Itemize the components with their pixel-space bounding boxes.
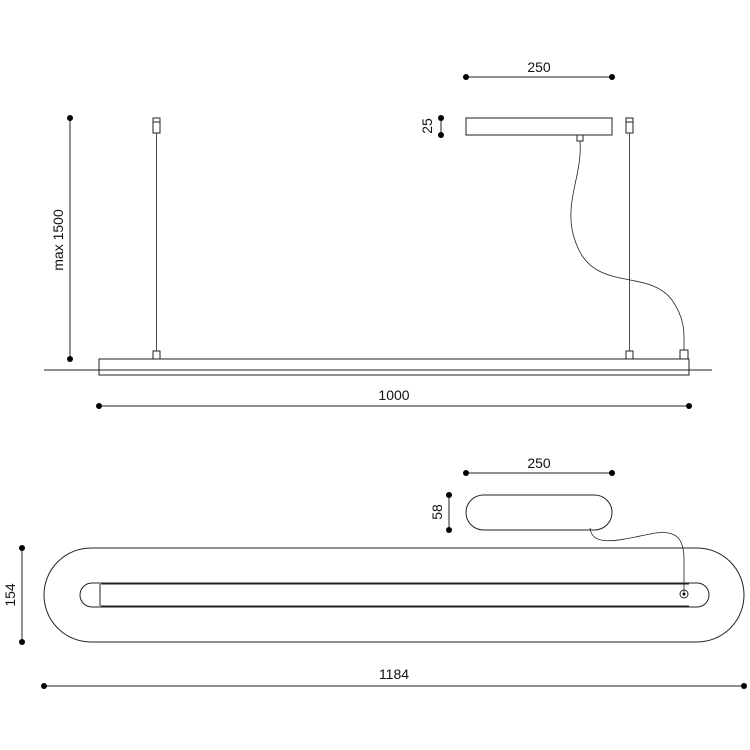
side-left-suspension bbox=[152, 117, 161, 360]
side-canopy-width-dimension: 250 bbox=[463, 59, 615, 80]
top-width-label: 154 bbox=[2, 583, 18, 607]
side-view: 250 25 bbox=[44, 59, 712, 409]
top-fixture-outline bbox=[43, 547, 745, 643]
top-canopy-width-dimension: 250 bbox=[463, 455, 615, 476]
side-canopy bbox=[465, 117, 613, 136]
top-power-cable bbox=[589, 527, 685, 592]
top-view: 250 58 154 bbox=[2, 455, 747, 689]
top-length-label: 1184 bbox=[379, 666, 409, 682]
top-cable-entry bbox=[679, 589, 689, 599]
top-canopy-height-dimension: 58 bbox=[429, 492, 452, 533]
side-canopy-width-label: 250 bbox=[527, 59, 551, 75]
side-canopy-height-dimension: 25 bbox=[419, 115, 444, 138]
side-cable-entry bbox=[679, 349, 689, 360]
side-fixture-body bbox=[98, 358, 690, 376]
top-light-slot bbox=[79, 582, 710, 608]
top-canopy-width-label: 250 bbox=[527, 455, 551, 471]
side-canopy-height-label: 25 bbox=[419, 118, 435, 134]
side-right-suspension bbox=[625, 117, 634, 360]
top-canopy-height-label: 58 bbox=[429, 504, 445, 520]
side-power-cable bbox=[570, 140, 685, 351]
side-length-label: 1000 bbox=[378, 387, 409, 403]
top-canopy bbox=[465, 494, 613, 531]
side-canopy-cable-connector bbox=[576, 134, 584, 142]
side-max-height-dimension: max 1500 bbox=[50, 115, 73, 362]
top-width-dimension: 154 bbox=[2, 545, 25, 645]
side-length-dimension: 1000 bbox=[96, 387, 692, 409]
top-length-dimension: 1184 bbox=[41, 666, 747, 689]
side-max-height-label: max 1500 bbox=[50, 209, 66, 271]
